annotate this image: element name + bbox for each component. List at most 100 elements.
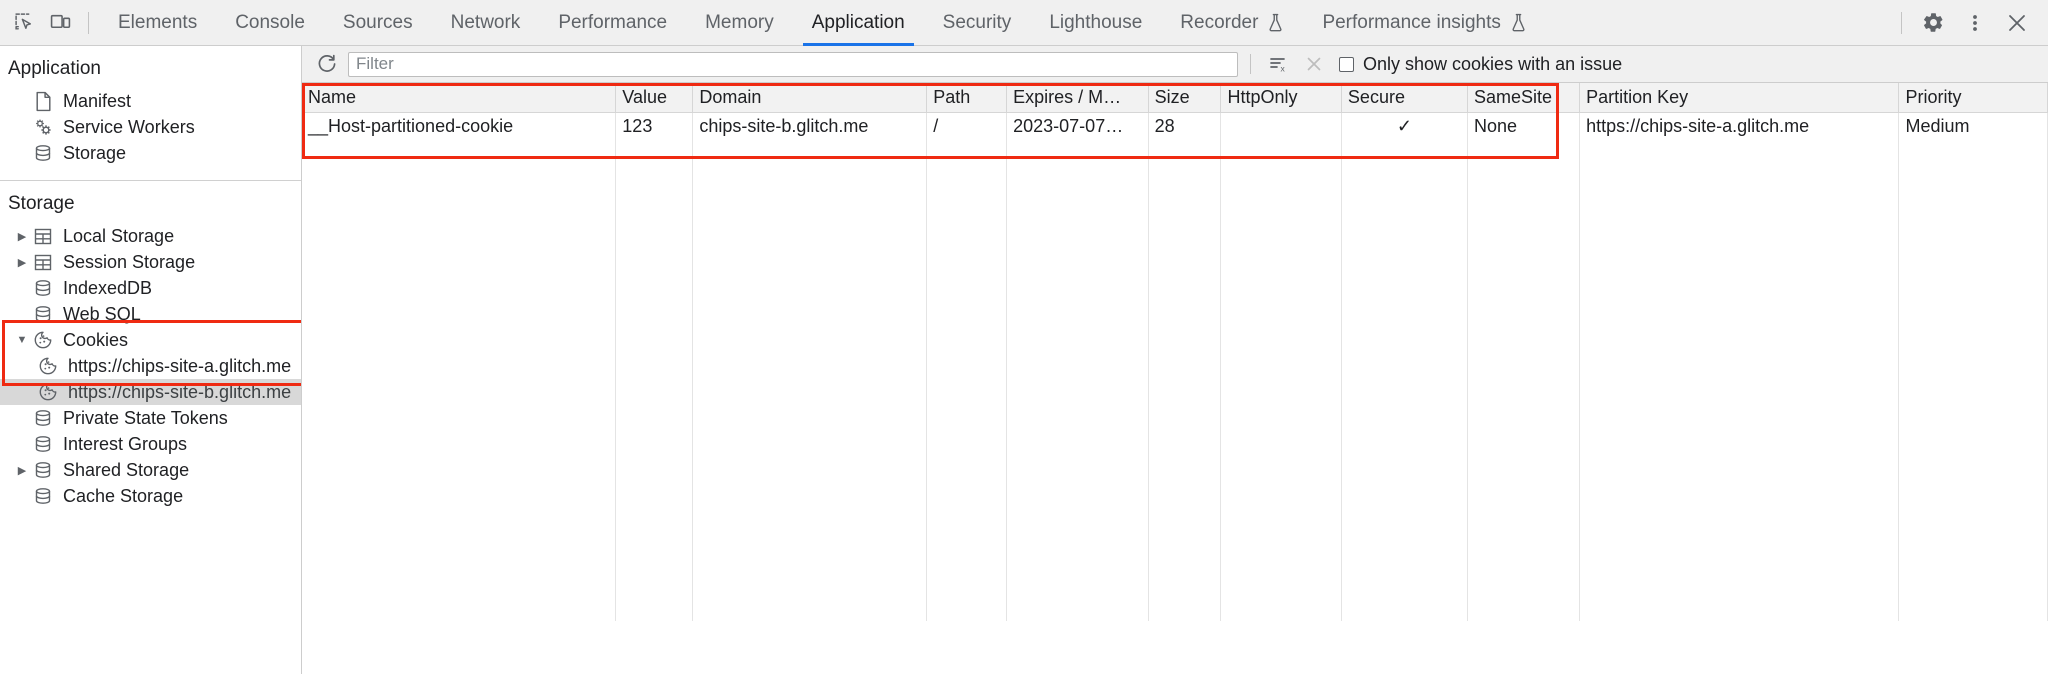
filler-cell [1220, 141, 1342, 621]
clear-all-cookies-icon[interactable] [1299, 50, 1329, 78]
service-workers-gears-icon [31, 116, 55, 138]
column-header-path[interactable]: Path [926, 83, 1008, 113]
sidebar-item-label: Service Workers [63, 117, 195, 137]
tab-label: Recorder [1180, 11, 1259, 33]
tab-elements[interactable]: Elements [99, 0, 216, 46]
cookies-table: Name Value Domain Path Expires / M… Size… [302, 83, 2048, 621]
only-show-issues-label: Only show cookies with an issue [1363, 53, 1623, 74]
toolbar-divider [88, 11, 89, 34]
sidebar-item-private-state-tokens[interactable]: ▶ Private State Tokens [0, 405, 301, 431]
column-header-expires[interactable]: Expires / M… [1006, 83, 1149, 113]
refresh-icon[interactable] [312, 50, 342, 78]
database-icon [31, 142, 55, 164]
cell-expires: 2023-07-07… [1006, 112, 1149, 141]
tab-console[interactable]: Console [216, 0, 324, 46]
tab-memory[interactable]: Memory [686, 0, 793, 46]
sidebar-item-cache-storage[interactable]: ▶ Cache Storage [0, 483, 301, 509]
sidebar-item-label: Cache Storage [63, 486, 184, 506]
column-header-partition-key[interactable]: Partition Key [1579, 83, 1900, 113]
column-header-samesite[interactable]: SameSite [1467, 83, 1581, 113]
tab-network[interactable]: Network [432, 0, 540, 46]
cookie-icon [36, 355, 60, 377]
sidebar-item-label: https://chips-site-a.glitch.me [68, 356, 292, 376]
sidebar-item-shared-storage[interactable]: ▶ Shared Storage [0, 457, 301, 483]
chevron-right-icon[interactable]: ▶ [17, 256, 27, 269]
sidebar-item-storage[interactable]: ▶ Storage [0, 140, 301, 166]
more-options-icon[interactable] [1954, 3, 1996, 43]
filler-cell [692, 141, 928, 621]
tab-performance[interactable]: Performance [539, 0, 686, 46]
close-icon[interactable] [1996, 3, 2038, 43]
sidebar-item-interest-groups[interactable]: ▶ Interest Groups [0, 431, 301, 457]
sidebar-divider [0, 180, 301, 181]
experiment-flask-icon [1267, 13, 1284, 32]
sidebar-item-label: IndexedDB [63, 278, 153, 298]
tab-label: Memory [705, 11, 774, 33]
cookie-icon [31, 329, 55, 351]
experiment-flask-icon [1510, 13, 1527, 32]
clear-filtered-cookies-icon[interactable]: x [1263, 50, 1293, 78]
sidebar-item-web-sql[interactable]: ▶ Web SQL [0, 301, 301, 327]
filler-cell [1006, 141, 1149, 621]
tab-lighthouse[interactable]: Lighthouse [1030, 0, 1161, 46]
table-row[interactable]: __Host-partitioned-cookie 123 chips-site… [302, 112, 2048, 141]
sidebar-item-session-storage[interactable]: ▶ Session Storage [0, 249, 301, 275]
sidebar-item-label: Shared Storage [63, 460, 190, 480]
tab-sources[interactable]: Sources [324, 0, 432, 46]
sidebar-item-local-storage[interactable]: ▶ Local Storage [0, 223, 301, 249]
column-header-name[interactable]: Name [302, 83, 617, 113]
column-header-domain[interactable]: Domain [692, 83, 928, 113]
toolbar-right-actions [1891, 3, 2038, 43]
sidebar-section-application: Application ▶ Manifest ▶ [0, 46, 301, 176]
sidebar-item-cookies-chips-site-b[interactable]: https://chips-site-b.glitch.me [0, 379, 301, 405]
tab-label: Performance [558, 11, 668, 33]
database-icon [31, 433, 55, 455]
cell-httponly [1220, 112, 1342, 141]
tab-security[interactable]: Security [924, 0, 1031, 46]
sidebar-item-indexeddb[interactable]: ▶ IndexedDB [0, 275, 301, 301]
column-header-secure[interactable]: Secure [1341, 83, 1469, 113]
database-icon [31, 407, 55, 429]
gear-icon[interactable] [1912, 3, 1954, 43]
inspect-element-icon[interactable] [6, 6, 42, 40]
tab-recorder[interactable]: Recorder [1161, 0, 1303, 46]
database-icon [31, 303, 55, 325]
cookie-icon [36, 381, 60, 403]
sidebar-section-storage: Storage ▶ Local Storage ▶ [0, 181, 301, 519]
sidebar-item-manifest[interactable]: ▶ Manifest [0, 88, 301, 114]
sidebar-item-label: Cookies [63, 330, 129, 350]
cell-path: / [926, 112, 1008, 141]
table-header-row: Name Value Domain Path Expires / M… Size… [302, 83, 2048, 113]
column-header-priority[interactable]: Priority [1898, 83, 2048, 113]
tab-label: Sources [342, 11, 413, 33]
sidebar-item-cookies[interactable]: ▼ Cookies [0, 327, 301, 353]
tab-label: Lighthouse [1049, 11, 1143, 33]
database-icon [31, 485, 55, 507]
filter-divider [1250, 54, 1251, 74]
sidebar-item-label: Local Storage [63, 226, 175, 246]
only-show-issues-checkbox[interactable] [1339, 56, 1354, 72]
filler-cell [1148, 141, 1222, 621]
tab-performance-insights[interactable]: Performance insights [1303, 0, 1545, 46]
column-header-httponly[interactable]: HttpOnly [1220, 83, 1342, 113]
chevron-right-icon[interactable]: ▶ [17, 464, 27, 477]
database-icon [31, 459, 55, 481]
filler-cell [1467, 141, 1581, 621]
sidebar-item-label: https://chips-site-b.glitch.me [68, 382, 292, 402]
chevron-down-icon[interactable]: ▼ [16, 334, 28, 346]
sidebar-item-label: Session Storage [63, 252, 196, 272]
search-input[interactable] [348, 51, 1238, 77]
only-show-issues-checkbox-row[interactable]: Only show cookies with an issue [1339, 54, 1622, 75]
device-toolbar-icon[interactable] [42, 6, 78, 40]
filler-cell [615, 141, 694, 621]
chevron-right-icon[interactable]: ▶ [17, 230, 27, 243]
sidebar-item-cookies-chips-site-a[interactable]: https://chips-site-a.glitch.me [0, 353, 301, 379]
column-header-size[interactable]: Size [1148, 83, 1222, 113]
cell-partition-key: https://chips-site-a.glitch.me [1579, 112, 1900, 141]
tab-application[interactable]: Application [793, 0, 924, 46]
devtools-main-toolbar: Elements Console Sources Network Perform… [0, 0, 2048, 46]
sidebar-item-label: Storage [63, 143, 127, 163]
sidebar-item-service-workers[interactable]: ▶ Service Work [0, 114, 301, 140]
column-header-value[interactable]: Value [615, 83, 694, 113]
